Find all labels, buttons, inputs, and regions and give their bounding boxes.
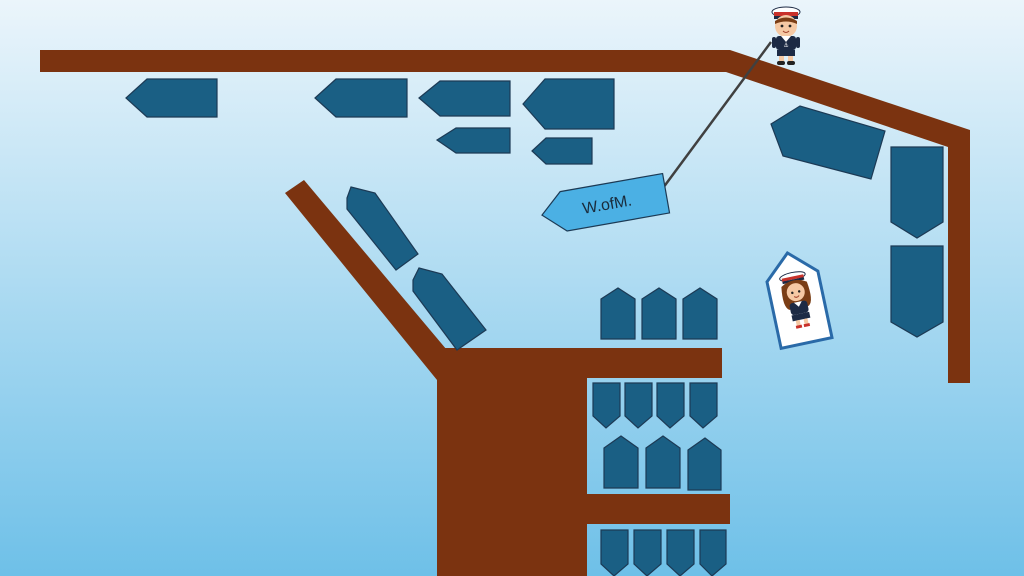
boat[interactable] [600, 529, 629, 576]
boat[interactable] [682, 287, 718, 340]
boat[interactable] [600, 287, 636, 340]
boat[interactable] [346, 186, 419, 271]
boat[interactable] [125, 78, 218, 118]
boat[interactable] [687, 437, 722, 491]
boat[interactable] [603, 435, 639, 489]
pier-arm-upper [587, 348, 722, 378]
boat[interactable] [435, 127, 511, 154]
boats-top-row [125, 78, 615, 165]
boat[interactable] [699, 529, 727, 576]
boat[interactable] [770, 105, 886, 180]
boat[interactable] [531, 137, 593, 165]
boat[interactable] [418, 80, 511, 117]
boats-diagonal [346, 186, 487, 351]
boat[interactable] [689, 382, 718, 429]
boat[interactable] [890, 245, 944, 338]
boat[interactable] [656, 382, 685, 429]
piers [40, 50, 970, 576]
sailor-girl-card-icon[interactable] [762, 248, 834, 351]
boat[interactable] [412, 267, 487, 351]
boat[interactable] [645, 435, 681, 489]
boat[interactable] [592, 382, 621, 429]
sailor-boy-icon[interactable]: ⚓ [771, 6, 801, 65]
highlight-boat[interactable]: W.ofM. [538, 172, 671, 235]
pier-arm-lower [587, 494, 730, 524]
boat[interactable] [522, 78, 615, 130]
boat[interactable] [666, 529, 695, 576]
boats-pier-rows [592, 287, 727, 576]
boat[interactable] [633, 529, 662, 576]
highlight-boat-hull [541, 172, 671, 232]
svg-text:⚓: ⚓ [783, 42, 788, 49]
boats-right-side [770, 105, 944, 338]
boat[interactable] [624, 382, 653, 429]
boat[interactable] [314, 78, 408, 118]
diagonal-pier [285, 180, 457, 380]
boat[interactable] [890, 146, 944, 239]
main-pier-trunk [437, 348, 587, 576]
tow-line [661, 41, 773, 189]
boat[interactable] [641, 287, 677, 340]
